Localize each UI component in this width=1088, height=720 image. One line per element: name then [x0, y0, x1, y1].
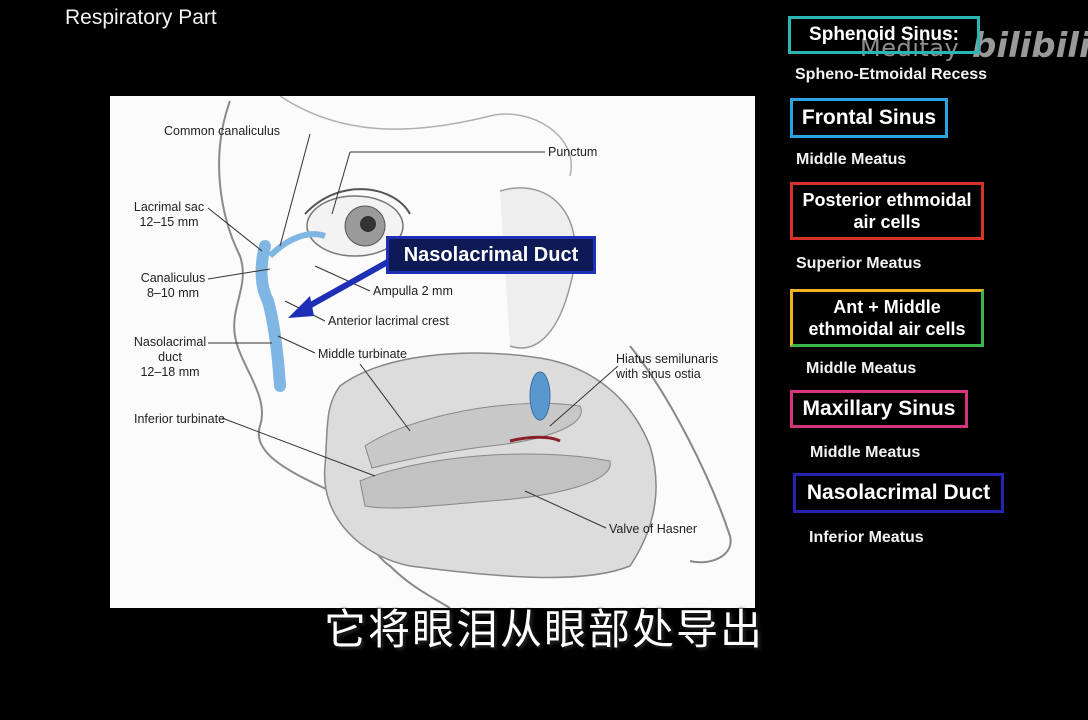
label-hiatus-line1: Hiatus semilunaris: [616, 352, 719, 366]
label-hiatus-line2: with sinus ostia: [616, 367, 701, 381]
legend-ant-middle-sub: Middle Meatus: [806, 360, 917, 377]
legend-posterior-line1: Posterior ethmoidal: [802, 190, 972, 210]
legend-maxillary-sub: Middle Meatus: [810, 444, 921, 461]
legend-posterior-sub: Superior Meatus: [796, 255, 922, 272]
label-common-canaliculus: Common canaliculus: [164, 124, 281, 138]
slide-title: Respiratory Part: [65, 6, 217, 29]
callout-nasolacrimal-duct: Nasolacrimal Duct: [386, 236, 596, 274]
legend-ant-middle-line1: Ant + Middle: [833, 297, 941, 317]
label-anterior-lacrimal-crest: Anterior lacrimal crest: [328, 314, 449, 328]
legend-sphenoid-sub: Spheno-Etmoidal Recess: [795, 66, 988, 83]
label-duct-word: duct: [158, 350, 182, 364]
anatomy-illustration: Common canaliculus Punctum Lacrimal sac …: [110, 96, 755, 608]
label-lacrimal-sac: Lacrimal sac 12–15 mm: [128, 200, 210, 230]
label-nasolacrimal-word: Nasolacrimal: [133, 335, 207, 349]
legend-ant-middle-ethmoidal: Ant + Middle ethmoidal air cells: [790, 289, 984, 347]
legend-maxillary-sinus: Maxillary Sinus: [790, 390, 968, 428]
label-hiatus-semilunaris: Hiatus semilunaris with sinus ostia: [616, 352, 718, 382]
legend-frontal-sub: Middle Meatus: [796, 151, 907, 168]
legend-nasolacrimal-sub: Inferior Meatus: [809, 529, 924, 546]
label-valve-of-hasner: Valve of Hasner: [609, 522, 698, 536]
label-nasolacrimal-size: 12–18 mm: [140, 365, 200, 379]
label-canaliculus-size: 8–10 mm: [146, 286, 200, 300]
label-inferior-turbinate: Inferior turbinate: [134, 412, 226, 426]
legend-ant-middle-line2: ethmoidal air cells: [808, 319, 966, 339]
legend-sphenoid-sinus: Sphenoid Sinus:: [788, 16, 980, 54]
label-punctum: Punctum: [548, 145, 598, 159]
label-middle-turbinate: Middle turbinate: [318, 347, 407, 361]
legend-nasolacrimal-duct: Nasolacrimal Duct: [793, 473, 1004, 513]
watermark-text: Meditay: [860, 34, 960, 62]
watermark-logo: bilibili: [972, 26, 1088, 66]
legend-frontal-sinus: Frontal Sinus: [790, 98, 948, 138]
label-nasolacrimal-duct: Nasolacrimal duct 12–18 mm: [128, 335, 212, 380]
label-lacrimal-sac-size: 12–15 mm: [139, 215, 199, 229]
legend-posterior-ethmoidal: Posterior ethmoidal air cells: [790, 182, 984, 240]
legend-posterior-line2: air cells: [853, 212, 921, 232]
video-subtitle: 它将眼泪从眼部处导出: [323, 605, 764, 654]
label-canaliculus-name: Canaliculus: [140, 271, 206, 285]
label-ampulla: Ampulla 2 mm: [373, 284, 453, 298]
label-lacrimal-sac-name: Lacrimal sac: [133, 200, 205, 214]
label-canaliculus: Canaliculus 8–10 mm: [132, 271, 214, 301]
